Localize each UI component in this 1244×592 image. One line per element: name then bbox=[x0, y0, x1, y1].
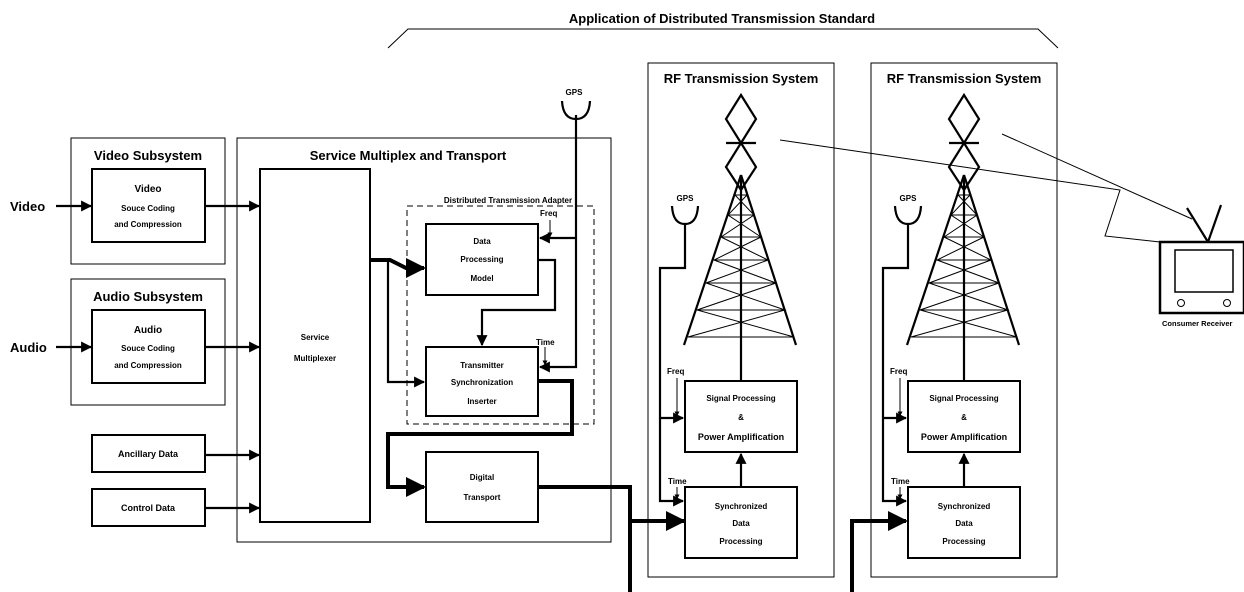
video-subsystem-title: Video Subsystem bbox=[94, 148, 202, 163]
rf1-gps-antenna-icon bbox=[670, 205, 700, 226]
rf-system-1-frame bbox=[647, 62, 835, 578]
sync-inserter-box bbox=[425, 346, 539, 417]
inserter-label-2: Synchronization bbox=[451, 378, 513, 387]
diagram-title: Application of Distributed Transmission … bbox=[569, 11, 875, 26]
transmitter-tower-icon bbox=[682, 92, 798, 380]
rf2-freq-label: Freq bbox=[890, 367, 907, 376]
rf2-gps-time-path bbox=[881, 224, 910, 507]
rf2-signal-label-1: Signal Processing bbox=[929, 394, 998, 403]
control-data-label: Control Data bbox=[121, 503, 176, 513]
service-mux-title: Service Multiplex and Transport bbox=[310, 148, 507, 163]
rf2-gps-label: GPS bbox=[900, 194, 918, 203]
transport-label-1: Digital bbox=[470, 473, 494, 482]
transmitter-tower-icon bbox=[905, 92, 1021, 380]
rf-system-2-title: RF Transmission System bbox=[887, 71, 1042, 86]
rf2-time-label: Time bbox=[891, 477, 910, 486]
rf1-time-label: Time bbox=[668, 477, 687, 486]
standard-bracket bbox=[387, 28, 1059, 49]
gps-antenna-icon bbox=[560, 100, 592, 121]
audio-coding-label-2: Souce Coding bbox=[121, 344, 175, 353]
audio-input-label: Audio bbox=[10, 340, 47, 355]
video-subsystem-frame bbox=[70, 137, 226, 265]
audio-coding-label-3: and Compression bbox=[114, 361, 182, 370]
rf1-signal-label-2: & bbox=[738, 413, 744, 422]
consumer-receiver-label: Consumer Receiver bbox=[1162, 319, 1233, 328]
rf-system-1: RF Transmission System Signal Processing… bbox=[647, 62, 835, 578]
rf-system-1-title: RF Transmission System bbox=[664, 71, 819, 86]
time-label: Time bbox=[536, 338, 555, 347]
video-coding-label-2: Souce Coding bbox=[121, 204, 175, 213]
transport-label-2: Transport bbox=[464, 493, 501, 502]
audio-subsystem-frame bbox=[70, 278, 226, 406]
rf2-signal-label-2: & bbox=[961, 413, 967, 422]
audio-subsystem-title: Audio Subsystem bbox=[93, 289, 203, 304]
rf1-freq-label: Freq bbox=[667, 367, 684, 376]
video-subsystem: Video Subsystem Video Souce Coding and C… bbox=[70, 137, 226, 265]
service-multiplex-transport: Service Multiplex and Transport Service … bbox=[236, 115, 612, 543]
inserter-to-transport-path bbox=[386, 379, 574, 497]
mux-to-inserter-path bbox=[386, 262, 426, 388]
rf1-signal-processing-box bbox=[684, 380, 798, 453]
rf2-signal-label-3: Power Amplification bbox=[921, 432, 1007, 442]
tv-receiver-icon bbox=[1158, 204, 1244, 315]
digital-transport-box bbox=[425, 451, 539, 523]
transmission-adapter-frame bbox=[406, 205, 595, 425]
transmission-adapter-title: Distributed Transmission Adapter bbox=[444, 196, 572, 205]
audio-subsystem: Audio Subsystem Audio Souce Coding and C… bbox=[70, 278, 226, 406]
rf-system-2-frame bbox=[870, 62, 1058, 578]
rf2-signal-processing-box bbox=[907, 380, 1021, 453]
mux-to-dataproc-path bbox=[370, 258, 426, 278]
service-mux-frame bbox=[236, 137, 612, 543]
multiplexer-label-1: Service bbox=[301, 333, 330, 342]
rf1-signal-label-1: Signal Processing bbox=[706, 394, 775, 403]
ancillary-data-label: Ancillary Data bbox=[118, 449, 179, 459]
video-coding-label-3: and Compression bbox=[114, 220, 182, 229]
video-input-label: Video bbox=[10, 199, 45, 214]
data-processing-label-2: Processing bbox=[460, 255, 503, 264]
rf1-sync-data-box bbox=[684, 486, 798, 559]
data-processing-label-3: Model bbox=[470, 274, 493, 283]
inserter-label-1: Transmitter bbox=[460, 361, 504, 370]
audio-coding-label-1: Audio bbox=[134, 325, 162, 336]
video-coding-label-1: Video bbox=[134, 184, 161, 195]
rf2-gps-antenna-icon bbox=[893, 205, 923, 226]
rf1-sync-label-3: Processing bbox=[719, 537, 762, 546]
transport-out-path bbox=[538, 485, 632, 592]
rf-system-2: RF Transmission System Signal Processing… bbox=[870, 62, 1058, 578]
dataproc-to-inserter-path bbox=[476, 258, 557, 347]
rf2-sync-data-box bbox=[907, 486, 1021, 559]
broadcast-signal-2 bbox=[1001, 133, 1193, 220]
rf1-gps-label: GPS bbox=[677, 194, 695, 203]
gps-label-main: GPS bbox=[566, 88, 584, 97]
multiplexer-label-2: Multiplexer bbox=[294, 354, 336, 363]
rf1-gps-time-path bbox=[658, 224, 687, 507]
data-processing-label-1: Data bbox=[473, 237, 491, 246]
rf1-sync-label-1: Synchronized bbox=[715, 502, 768, 511]
freq-label: Freq bbox=[540, 209, 557, 218]
rf2-sync-label-1: Synchronized bbox=[938, 502, 991, 511]
broadcast-signal-1 bbox=[779, 139, 1206, 248]
service-multiplexer-box bbox=[259, 168, 371, 523]
rf1-signal-label-3: Power Amplification bbox=[698, 432, 784, 442]
control-data-box bbox=[91, 488, 206, 527]
inserter-label-3: Inserter bbox=[467, 397, 496, 406]
feed-rf2-path bbox=[850, 511, 908, 592]
gps-time-path bbox=[538, 115, 578, 373]
video-coding-box bbox=[91, 168, 206, 243]
ancillary-data-box bbox=[91, 434, 206, 473]
data-processing-box bbox=[425, 223, 539, 296]
rf2-sync-label-2: Data bbox=[955, 519, 973, 528]
rf2-sync-label-3: Processing bbox=[942, 537, 985, 546]
rf1-sync-label-2: Data bbox=[732, 519, 750, 528]
